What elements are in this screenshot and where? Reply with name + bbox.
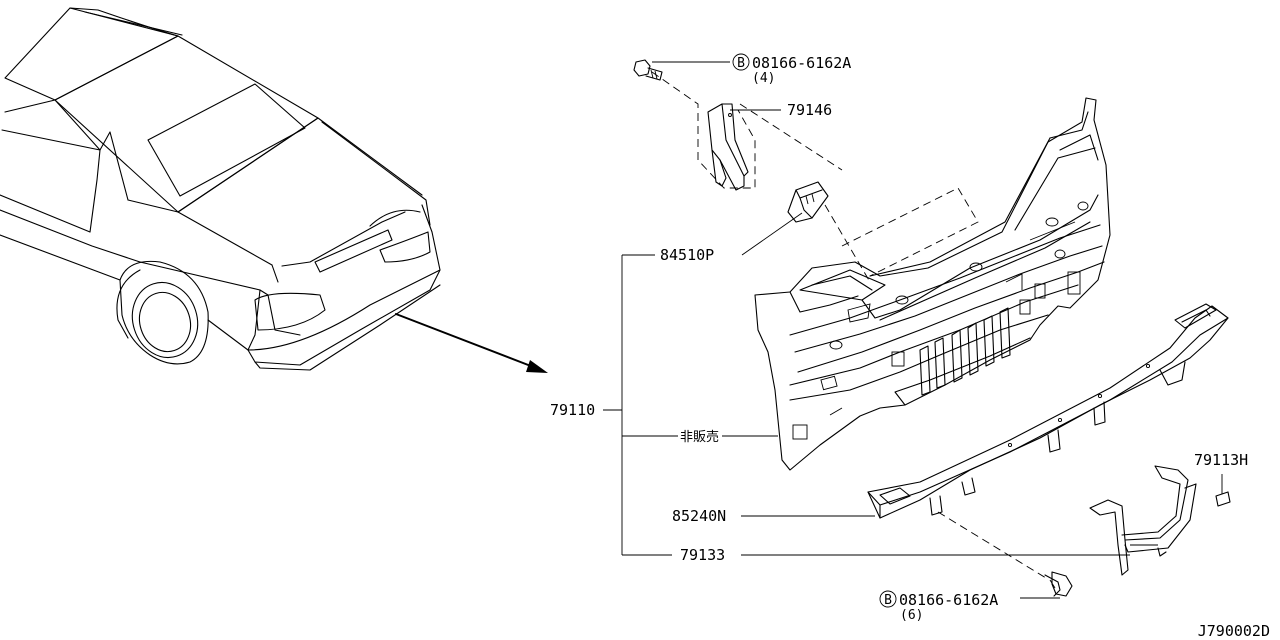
label-85240N: 85240N xyxy=(672,507,726,525)
bolt-bottom-quantity: (6) xyxy=(900,608,923,623)
label-not-sold: 非販売 xyxy=(680,429,719,445)
bolt-bottom-symbol: B xyxy=(884,593,892,608)
assembly-bracket xyxy=(603,254,778,556)
clip-79113H xyxy=(1215,474,1231,507)
rear-panel xyxy=(754,97,1111,471)
direction-arrow xyxy=(395,313,548,373)
label-79110: 79110 xyxy=(550,401,595,419)
member-85240N xyxy=(867,303,1229,519)
label-79133: 79133 xyxy=(680,546,725,564)
car-illustration xyxy=(0,7,441,371)
callout-bolt-top: B 08166-6162A (4) xyxy=(732,53,851,86)
label-79146: 79146 xyxy=(787,101,832,119)
callout-bolt-bottom: B 08166-6162A (6) xyxy=(879,590,998,623)
bolt-top-quantity: (4) xyxy=(752,71,775,86)
bolt-top-symbol: B xyxy=(737,56,745,71)
stay-79133 xyxy=(1089,465,1197,576)
bolt-top xyxy=(633,59,663,81)
label-79113H: 79113H xyxy=(1194,451,1248,469)
bolt-top-part-number: 08166-6162A xyxy=(752,54,851,72)
bolt-bottom-part-number: 08166-6162A xyxy=(899,591,998,609)
clip-84510P xyxy=(787,181,829,223)
label-84510P: 84510P xyxy=(660,246,714,264)
bolt-bottom xyxy=(1044,571,1073,597)
diagram-code: J790002D xyxy=(1198,622,1270,640)
